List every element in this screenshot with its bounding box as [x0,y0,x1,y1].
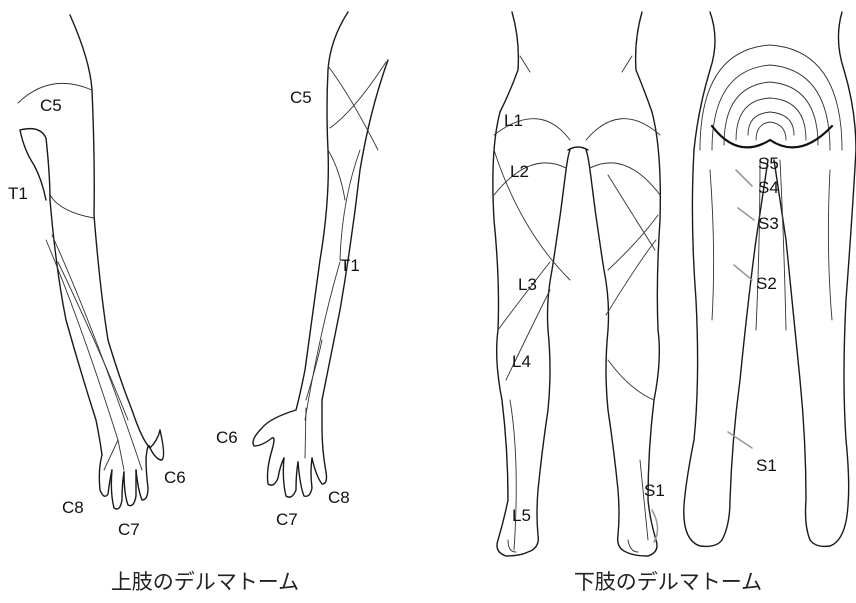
label-s4: S4 [758,178,779,197]
upper-limb-back-drawing [253,12,388,497]
label-back-s1: S1 [756,456,777,475]
label-front-c8: C8 [62,498,84,517]
lower-limb-caption: 下肢のデルマトーム [480,566,856,598]
label-s2: S2 [756,274,777,293]
label-l1: L1 [504,111,523,130]
label-s5: S5 [758,154,779,173]
label-back-c5: C5 [290,88,312,107]
label-l4: L4 [512,352,531,371]
upper-limb-labels: C5 T1 C6 C8 C7 C5 T1 C6 C7 C8 [8,88,360,539]
label-s3: S3 [758,214,779,233]
lower-limb-labels: L1 L2 L3 L4 L5 S1 S5 S4 S3 S2 S1 [504,111,779,525]
upper-limb-front-drawing [18,15,164,509]
label-front-c6: C6 [164,468,186,487]
label-l5: L5 [512,506,531,525]
label-front-t1: T1 [8,184,28,203]
label-back-c6: C6 [216,428,238,447]
label-back-c7: C7 [276,510,298,529]
label-front-c7: C7 [118,520,140,539]
label-l2: L2 [510,162,529,181]
label-l3: L3 [518,275,537,294]
upper-limb-caption: 上肢のデルマトーム [40,566,370,598]
label-back-t1: T1 [340,256,360,275]
label-front-s1: S1 [644,481,665,500]
label-front-c5: C5 [40,96,62,115]
label-back-c8: C8 [328,488,350,507]
